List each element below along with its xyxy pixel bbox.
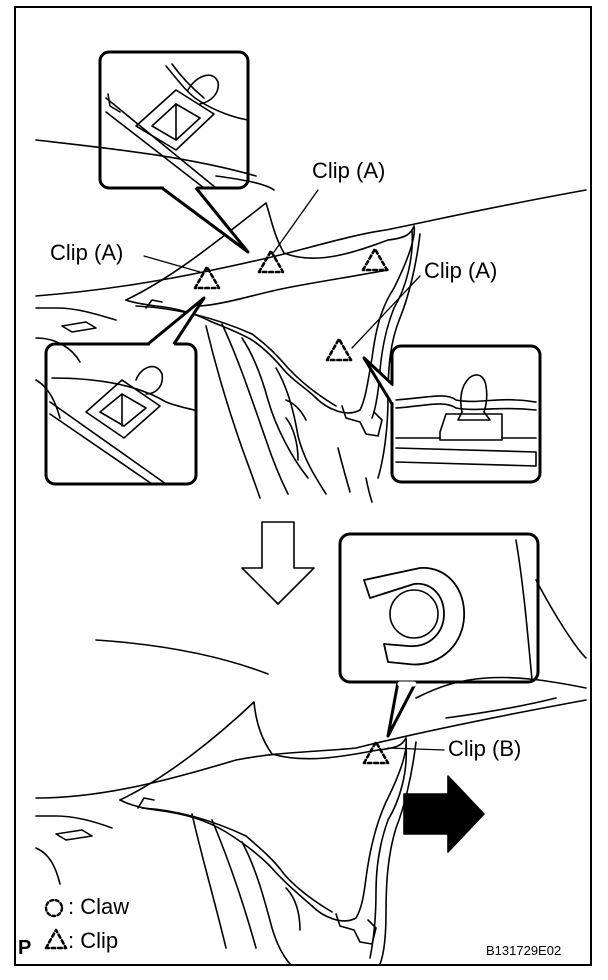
label-clip-a-right: Clip (A) xyxy=(424,258,498,283)
legend-claw-icon xyxy=(44,898,64,918)
clip-marker-top xyxy=(257,249,285,274)
label-clip-b: Clip (B) xyxy=(448,736,522,761)
clip-marker-upper-right xyxy=(361,247,389,272)
legend-clip-icon xyxy=(44,928,68,950)
leader-lines xyxy=(143,189,445,751)
illustration xyxy=(35,50,587,964)
down-arrow-icon xyxy=(241,521,315,605)
clip-marker-right xyxy=(325,337,353,362)
right-arrow-icon xyxy=(403,775,485,853)
corner-letter: P xyxy=(18,937,32,959)
clip-marker-bottom xyxy=(362,740,390,765)
legend-claw-text: : Claw xyxy=(68,894,130,919)
label-clip-a-top: Clip (A) xyxy=(312,158,386,183)
clip-marker-left xyxy=(193,265,221,290)
top-pillar-trim xyxy=(35,139,587,503)
detail-callout-right xyxy=(362,344,542,484)
detail-callout-left xyxy=(44,296,206,486)
figure-code: B131729E02 xyxy=(486,943,562,958)
diagram-frame: Clip (A) Clip (A) Clip (A) Clip (B) : Cl… xyxy=(14,6,592,966)
detail-callout-top-left xyxy=(98,50,250,254)
detail-callout-bottom xyxy=(338,532,540,738)
label-clip-a-left: Clip (A) xyxy=(50,240,124,265)
bottom-pillar-trim xyxy=(35,579,587,964)
legend-clip-text: : Clip xyxy=(68,928,119,953)
